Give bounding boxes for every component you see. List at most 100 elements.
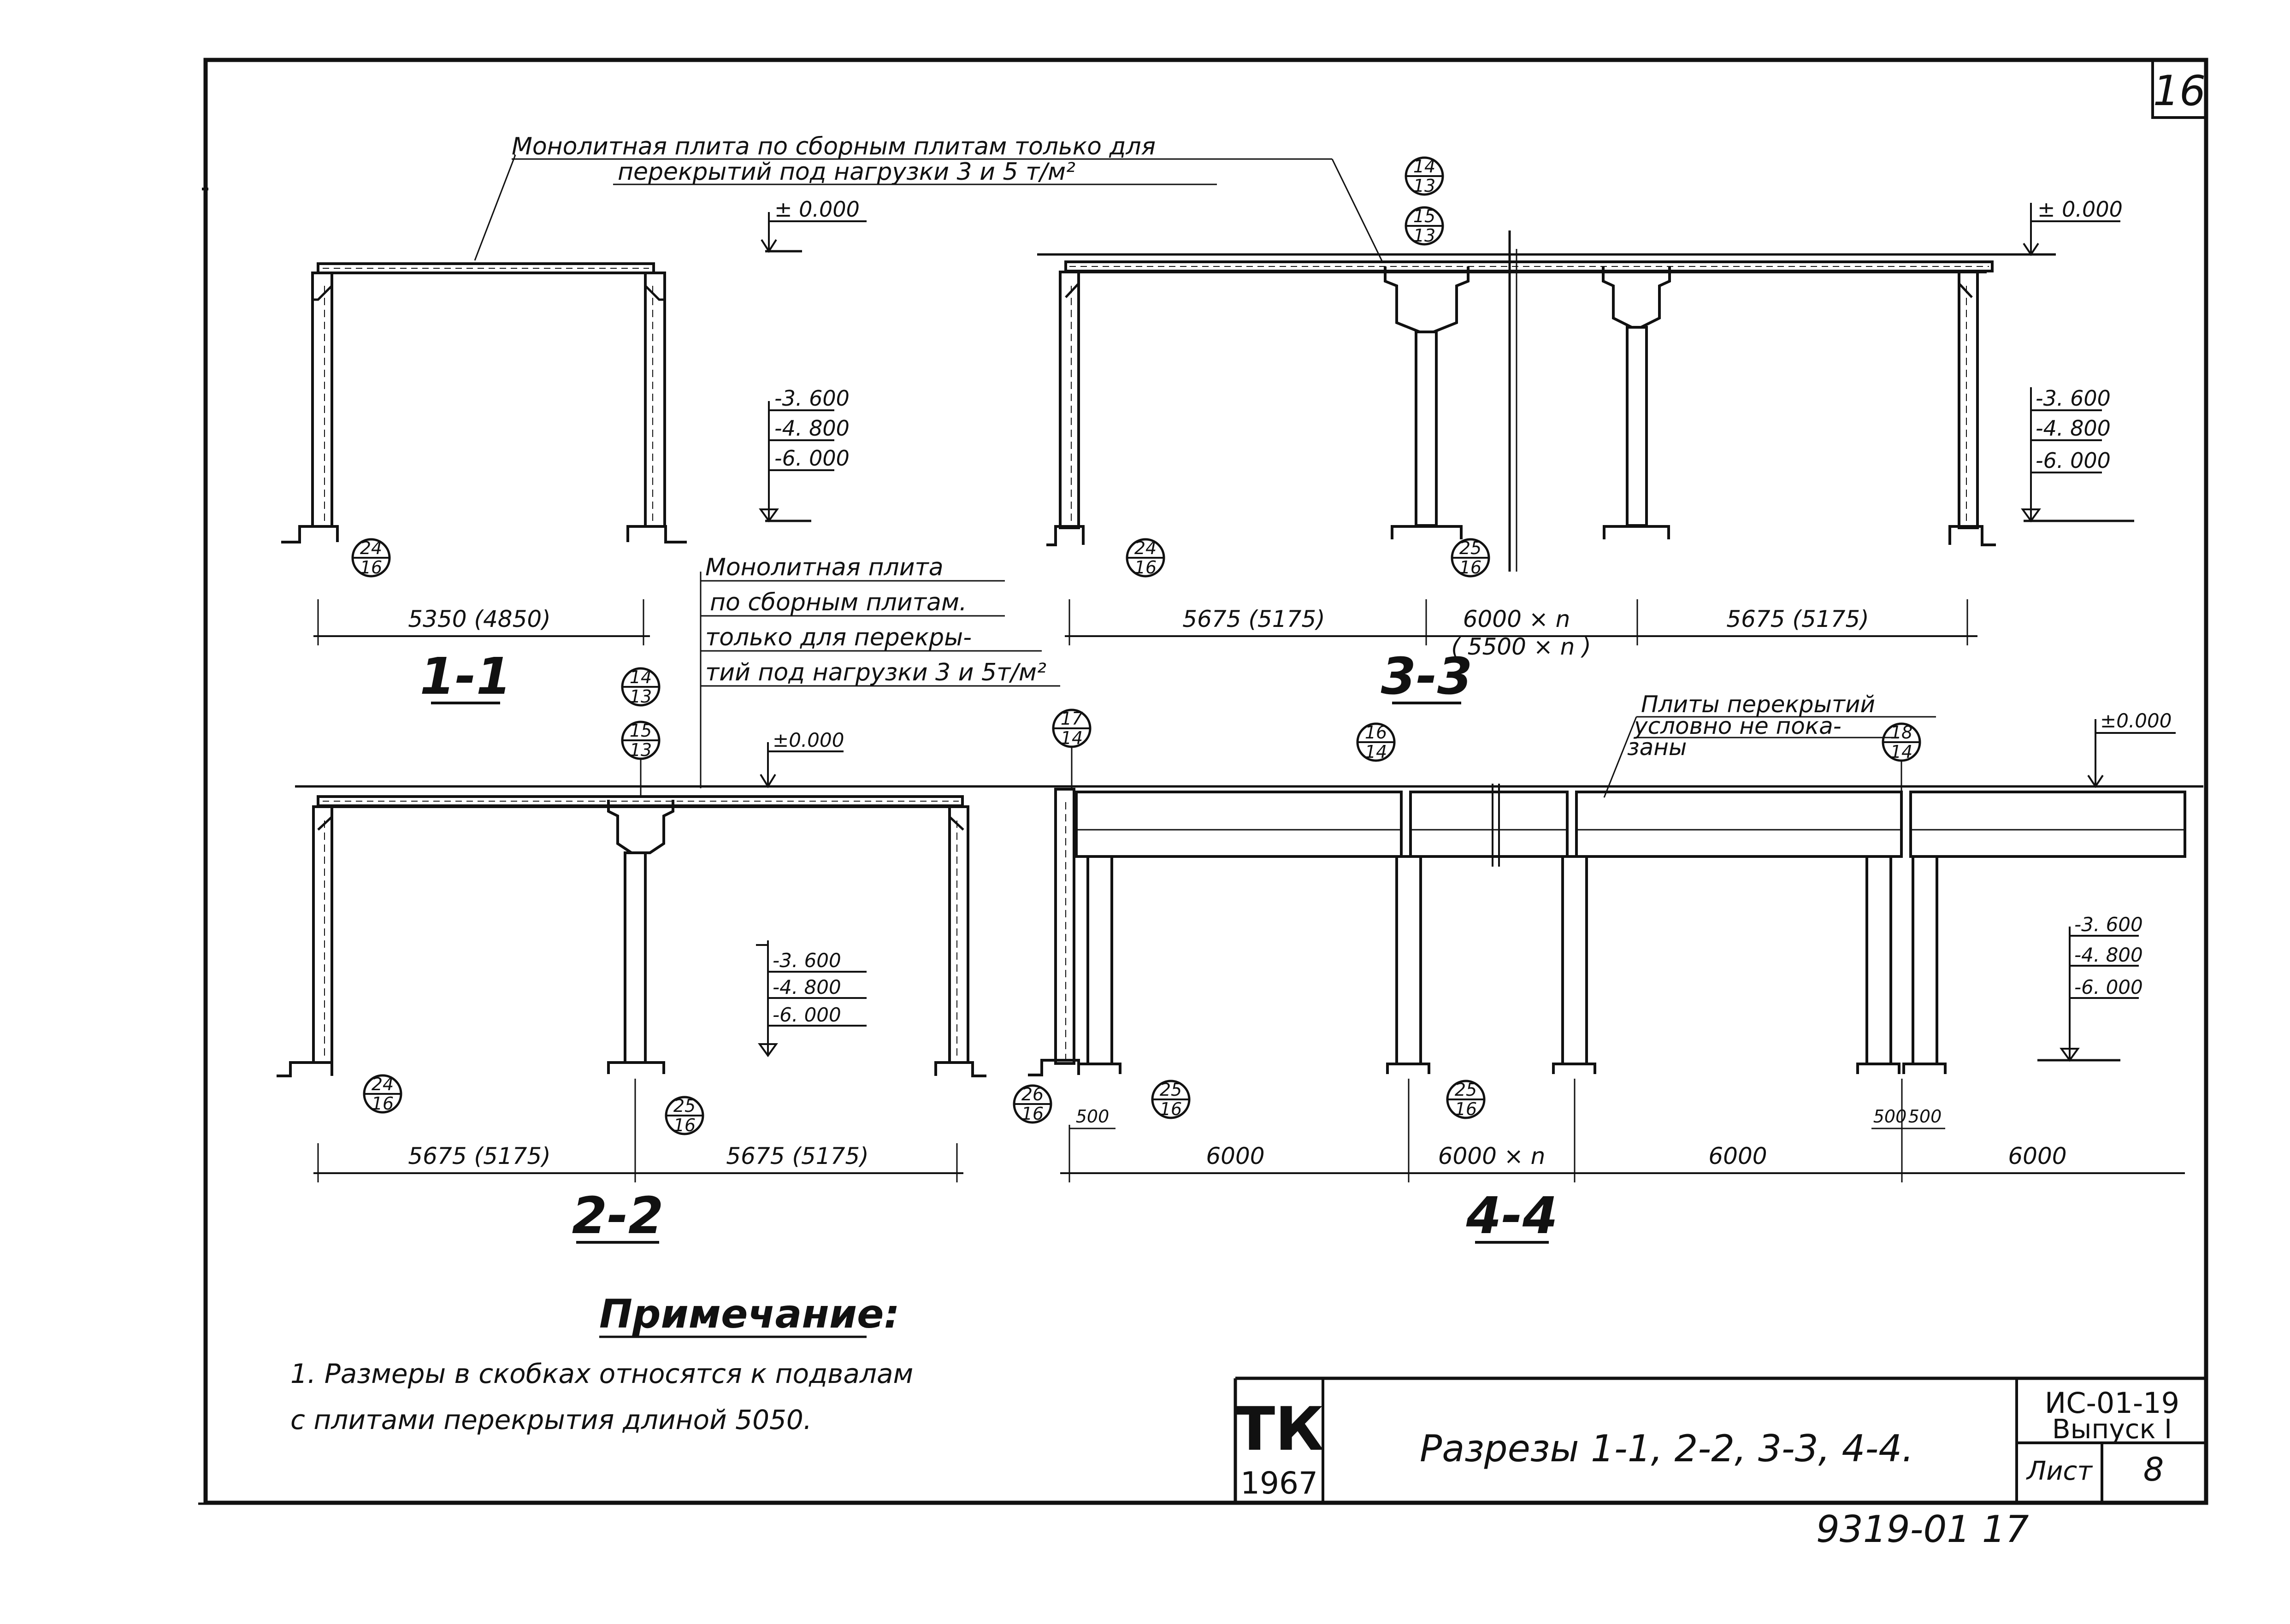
- svg-text:13: 13: [1413, 225, 1435, 246]
- slab-note-2-line1: Монолитная плита: [705, 554, 944, 581]
- callout-14-13-s22: 14 13: [621, 667, 661, 707]
- svg-text:15: 15: [630, 720, 652, 741]
- callout-25-16-s33: 25 16: [1451, 538, 1490, 578]
- s44-small-dim-1: 500: [1076, 1106, 1110, 1127]
- svg-text:15: 15: [1413, 206, 1435, 226]
- svg-text:16: 16: [1021, 1104, 1044, 1124]
- s11-elev-4800: -4. 800: [774, 416, 850, 441]
- drawing-title: Разрезы 1-1, 2-2, 3-3, 4-4.: [1420, 1427, 1914, 1470]
- svg-text:16: 16: [1365, 722, 1387, 743]
- s22-dim-left: 5675 (5175): [408, 1143, 550, 1169]
- svg-text:16: 16: [372, 1093, 394, 1114]
- s33-dim-left: 5675 (5175): [1182, 606, 1325, 632]
- svg-text:16: 16: [1134, 557, 1157, 578]
- archive-stamp: 9319-01 17: [1816, 1508, 2029, 1551]
- s33-dim-right: 5675 (5175): [1726, 606, 1869, 632]
- callout-15-13-s33: 15 13: [1405, 206, 1444, 246]
- svg-text:14: 14: [1413, 156, 1435, 177]
- s33-title: 3-3: [1381, 647, 1473, 706]
- remark-line-1: 1. Размеры в скобках относятся к подвала…: [290, 1358, 913, 1389]
- s44-dim-3: 6000: [1708, 1143, 1767, 1169]
- slab-note-2: [701, 580, 1060, 687]
- svg-text:14: 14: [1890, 742, 1912, 762]
- callout-16-14-s44: 16 14: [1356, 722, 1396, 762]
- svg-text:13: 13: [630, 686, 652, 707]
- s44-title: 4-4: [1466, 1186, 1558, 1245]
- svg-text:16: 16: [1459, 557, 1481, 578]
- callout-26-16-s44: 26 16: [1013, 1084, 1052, 1124]
- svg-text:13: 13: [630, 740, 652, 760]
- plates-note-line2: условно не пока-: [1633, 713, 1841, 739]
- plates-note-line3: заны: [1627, 734, 1687, 761]
- s11-dim-span: 5350 (4850): [408, 606, 550, 632]
- svg-text:14: 14: [1061, 728, 1083, 748]
- svg-text:18: 18: [1890, 722, 1912, 743]
- callout-18-14-s44: 18 14: [1882, 722, 1921, 793]
- sheet-frame: [198, 58, 2208, 1505]
- svg-text:16: 16: [1160, 1099, 1182, 1119]
- s33-elev-6000: -6. 000: [2036, 448, 2111, 473]
- plates-note-line1: Плиты перекрытий: [1641, 691, 1875, 718]
- s11-elev-3600: -3. 600: [774, 386, 850, 411]
- slab-note-1-line2: перекрытий под нагрузки 3 и 5 т/м²: [618, 158, 1075, 186]
- svg-text:25: 25: [673, 1096, 696, 1116]
- callout-24-16-s33: 24 16: [1126, 538, 1165, 578]
- s22-elev-4800: -4. 800: [773, 976, 841, 998]
- s33-elev-3600: -3. 600: [2036, 386, 2111, 411]
- s22-title: 2-2: [572, 1186, 664, 1245]
- svg-text:16: 16: [1455, 1099, 1477, 1119]
- s33-dim-mid: 6000 × n: [1463, 606, 1570, 632]
- issue-label: Выпуск I: [2052, 1413, 2172, 1445]
- slab-note-2-line4: тий под нагрузки 3 и 5т/м²: [705, 659, 1046, 686]
- series-code: ИС-01-19: [2045, 1386, 2179, 1420]
- title-block: [1234, 1376, 2208, 1504]
- svg-text:25: 25: [1459, 538, 1481, 558]
- section-1-1: [281, 154, 867, 704]
- callout-25-16-s44-a: 25 16: [1151, 1080, 1191, 1119]
- s33-dim-mid-alt: ( 5500 × n ): [1451, 633, 1591, 660]
- s44-elev-4800: -4. 800: [2074, 944, 2143, 966]
- callout-25-16-s44-b: 25 16: [1446, 1080, 1486, 1119]
- s11-title: 1-1: [420, 647, 512, 706]
- sheet-number: 8: [2143, 1451, 2164, 1488]
- s44-dim-4: 6000: [2008, 1143, 2066, 1169]
- svg-text:17: 17: [1061, 709, 1083, 729]
- callout-14-13-s33: 14 13: [1405, 156, 1444, 196]
- svg-text:13: 13: [1413, 176, 1435, 196]
- s11-elev-6000: -6. 000: [774, 446, 850, 471]
- svg-text:25: 25: [1160, 1080, 1182, 1100]
- s22-elev-zero: ±0.000: [773, 729, 844, 751]
- svg-text:26: 26: [1021, 1084, 1044, 1104]
- callout-24-16-s22: 24 16: [363, 1074, 402, 1114]
- svg-text:24: 24: [360, 538, 382, 558]
- svg-text:25: 25: [1455, 1080, 1477, 1100]
- s44-dim-1: 6000: [1206, 1143, 1264, 1169]
- s44-elev-3600: -3. 600: [2074, 913, 2143, 936]
- org-mark: ТК: [1234, 1394, 1324, 1464]
- s44-small-dim-2: 500: [1873, 1106, 1907, 1127]
- section-4-4: [1028, 716, 2186, 1244]
- sheet-label: Лист: [2026, 1456, 2093, 1486]
- svg-text:14: 14: [1365, 742, 1387, 762]
- remark-heading: Примечание:: [599, 1291, 900, 1337]
- callout-15-13-s22: 15 13: [621, 720, 661, 797]
- s11-elev-zero: ± 0.000: [774, 197, 860, 222]
- remark-line-2: с плитами перекрытия длиной 5050.: [290, 1404, 812, 1435]
- year: 1967: [1240, 1465, 1318, 1501]
- slab-note-2-line3: только для перекры-: [705, 624, 972, 651]
- callout-25-16-s22: 25 16: [665, 1096, 704, 1135]
- svg-text:24: 24: [1134, 538, 1157, 558]
- s22-dim-right: 5675 (5175): [726, 1143, 868, 1169]
- s44-small-dim-3: 500: [1908, 1106, 1942, 1127]
- s33-elev-zero: ± 0.000: [2037, 197, 2123, 222]
- s22-elev-3600: -3. 600: [773, 949, 841, 972]
- section-3-3: [1037, 159, 2134, 704]
- s44-dim-2: 6000 × n: [1438, 1143, 1546, 1169]
- svg-text:24: 24: [372, 1074, 394, 1094]
- svg-text:16: 16: [673, 1115, 696, 1135]
- callout-17-14-s44: 17 14: [1052, 709, 1092, 789]
- s33-elev-4800: -4. 800: [2036, 416, 2111, 441]
- corner-sheet-number: 16: [2153, 67, 2206, 115]
- callout-24-16-s11: 24 16: [351, 538, 391, 578]
- slab-note-2-line2: по сборным плитам.: [710, 589, 967, 616]
